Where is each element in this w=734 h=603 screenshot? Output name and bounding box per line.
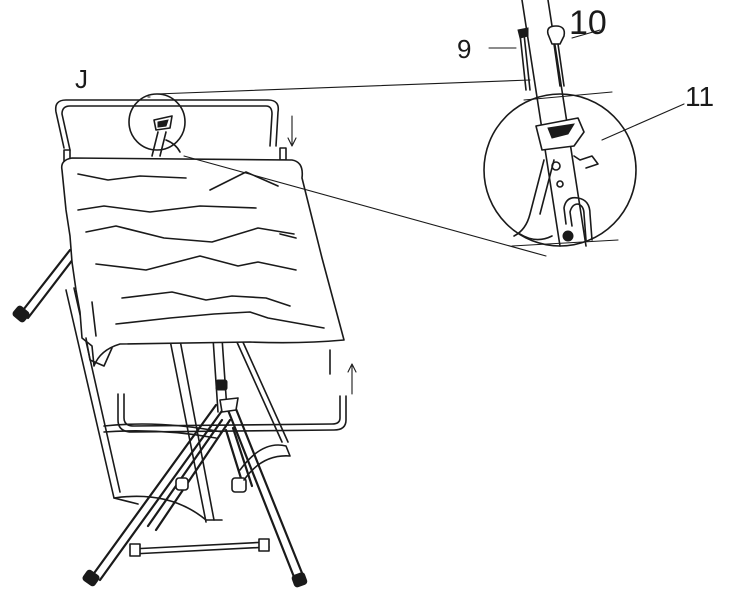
part-9-label: 9 (457, 34, 472, 64)
step-label: J (75, 64, 88, 94)
canopy-hub-small (151, 115, 181, 157)
canopy-top-frame (54, 99, 297, 163)
hardware-parts (147, 25, 685, 141)
part-10-label: 10 (569, 4, 607, 42)
part-11-label: 11 (685, 81, 715, 112)
callout-lines (155, 79, 547, 257)
detail-magnified (483, 0, 637, 247)
lower-canopy-bar (117, 349, 357, 433)
canopy-fabric (60, 157, 345, 367)
